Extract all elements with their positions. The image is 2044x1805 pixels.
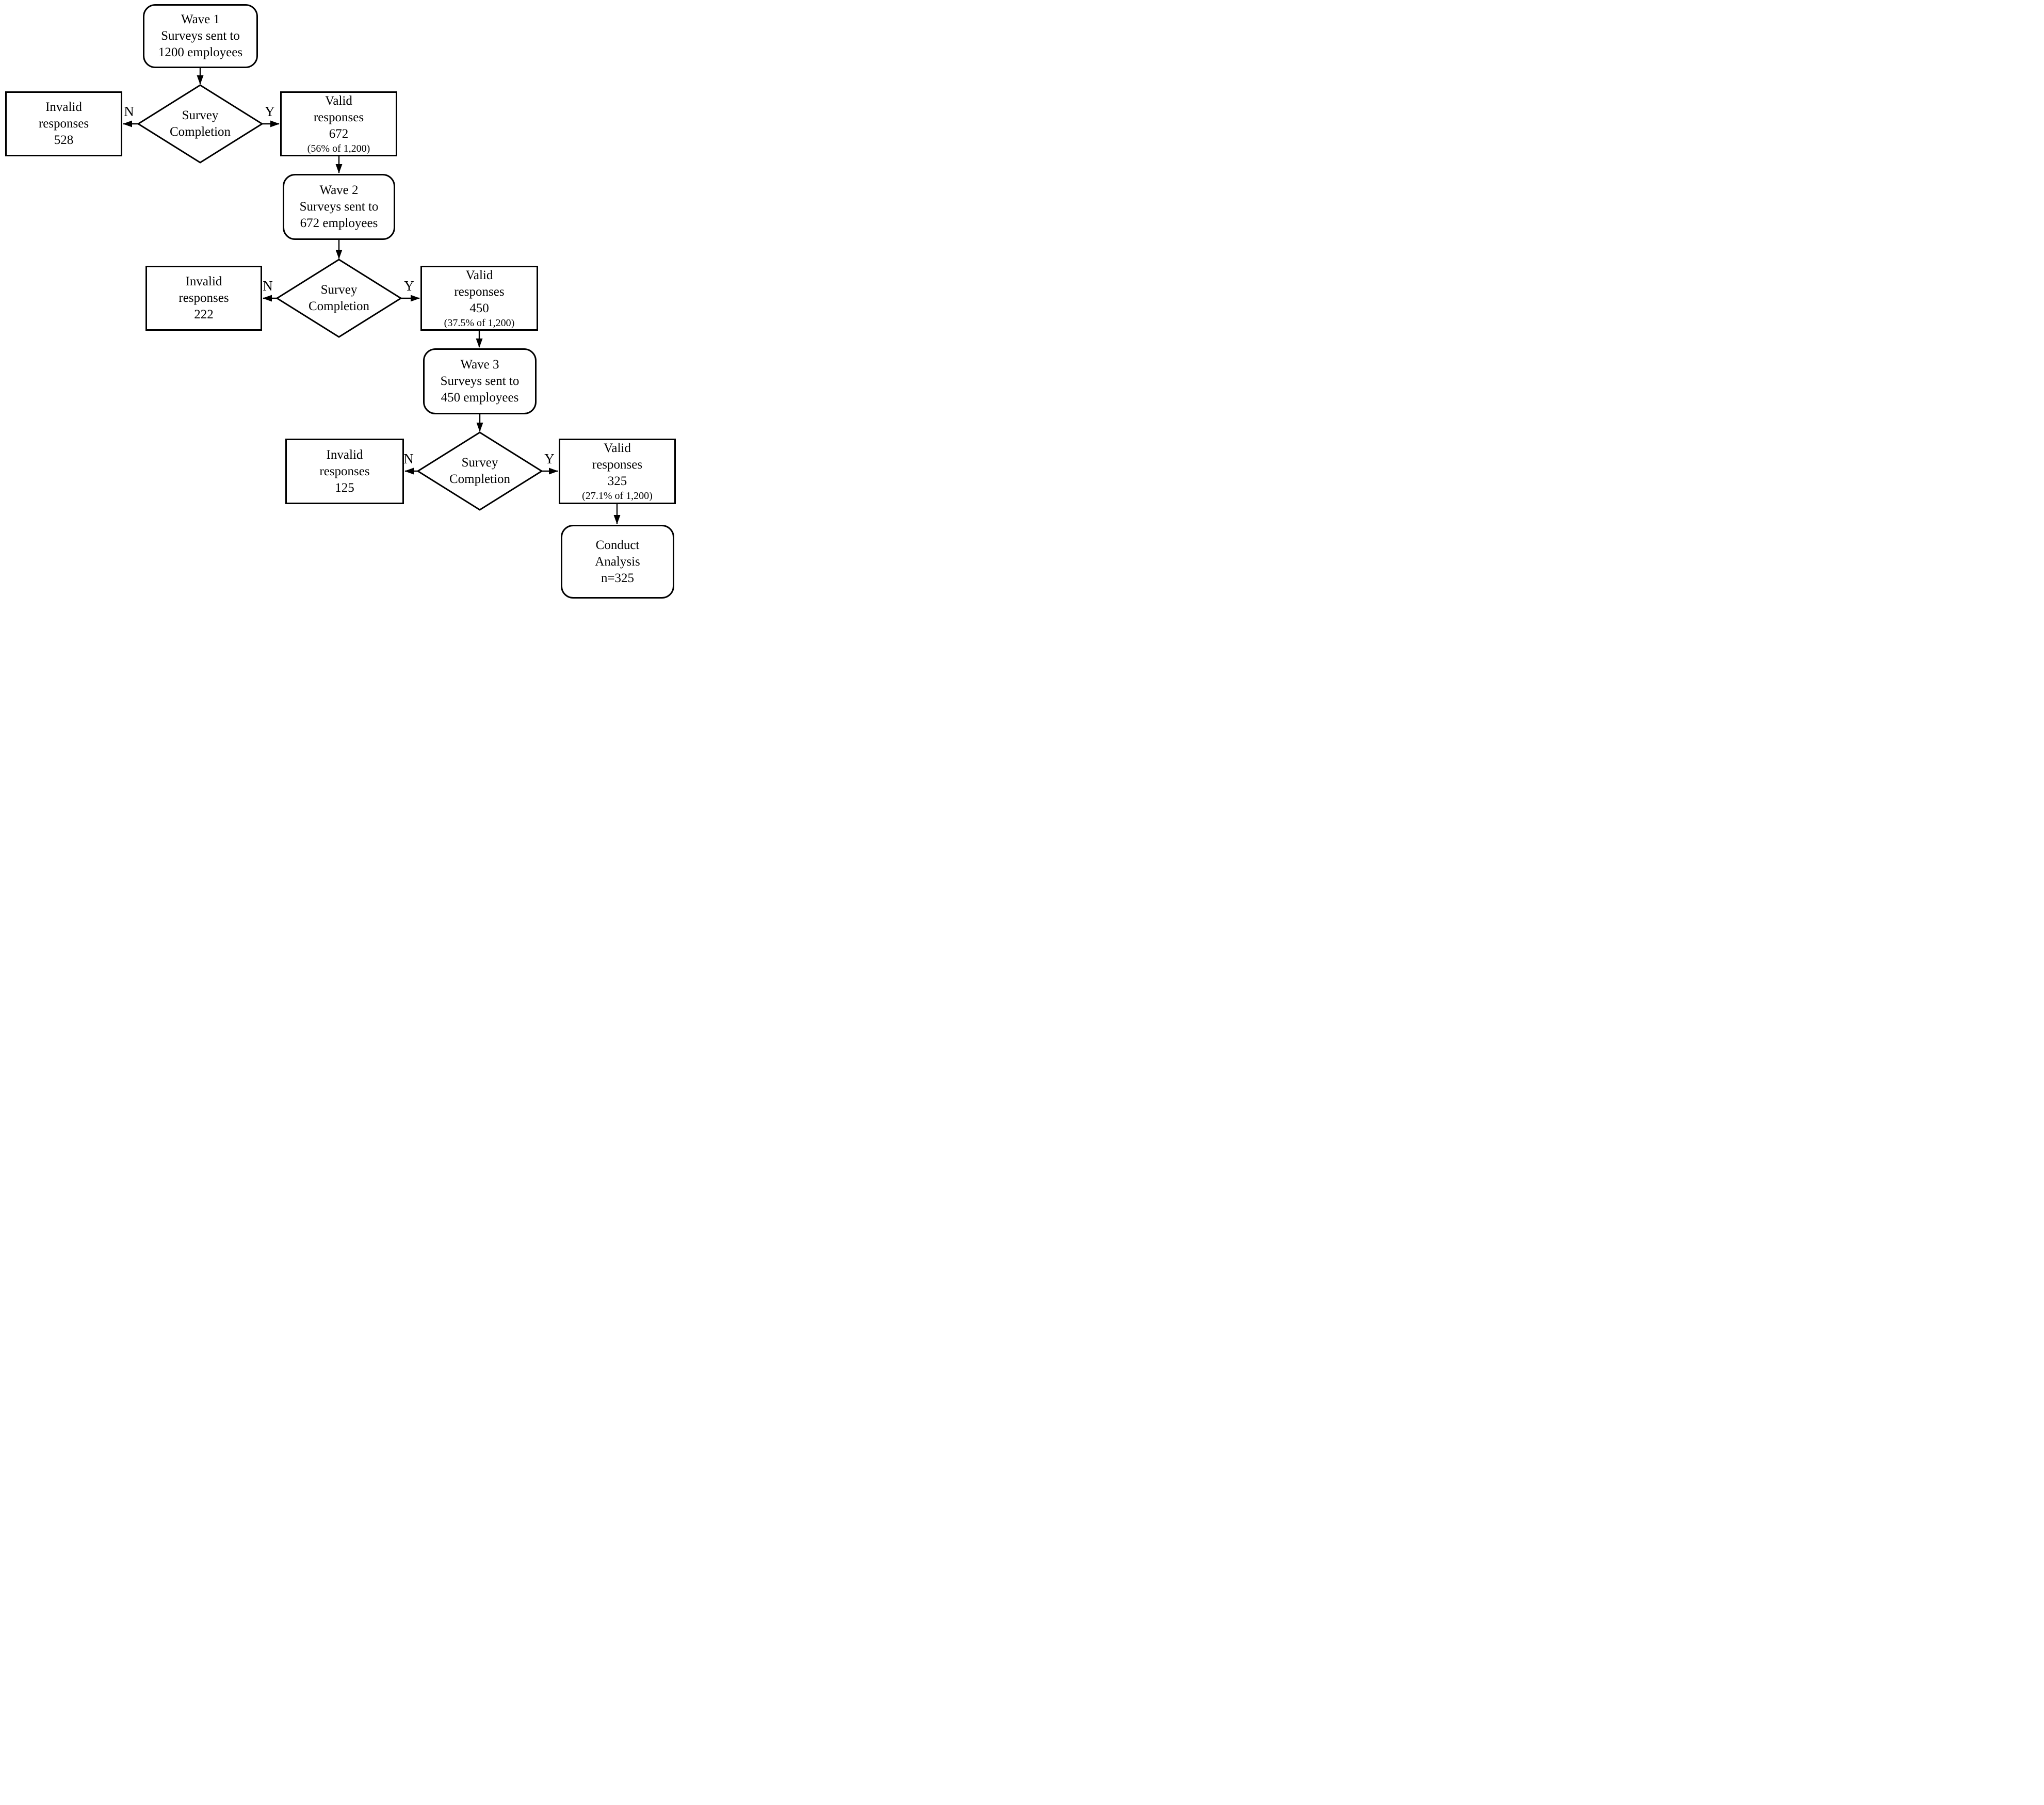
valid-3-line-1: Valid	[604, 441, 631, 455]
branch-label-no-1: N	[124, 104, 134, 119]
branch-label-yes-2: Y	[404, 278, 414, 294]
decision-1-label: Survey Completion	[149, 101, 252, 147]
wave-2-box: Wave 2 Surveys sent to 672 employees	[283, 174, 395, 240]
invalid-2-line-1: Invalid	[185, 275, 222, 288]
decision-2-line-2: Completion	[308, 299, 370, 313]
valid-3-line-2: responses	[592, 458, 643, 472]
invalid-responses-1-box: Invalid responses 528	[5, 91, 122, 156]
valid-3-count: 325	[607, 474, 627, 488]
invalid-responses-2-box: Invalid responses 222	[145, 266, 262, 331]
decision-2-line-1: Survey	[320, 283, 358, 297]
decision-diamond-wave1	[137, 84, 264, 164]
invalid-1-line-2: responses	[38, 117, 89, 131]
valid-1-note: (56% of 1,200)	[307, 142, 370, 154]
decision-1-line-2: Completion	[169, 125, 231, 139]
wave-2-line-3: 672 employees	[300, 216, 378, 230]
decision-2-label: Survey Completion	[287, 276, 391, 321]
wave-3-line-1: Wave 3	[460, 358, 499, 372]
wave-1-line-1: Wave 1	[181, 12, 220, 26]
valid-responses-3-box: Valid responses 325 (27.1% of 1,200)	[559, 439, 676, 504]
branch-label-no-3: N	[403, 451, 414, 466]
wave-1-line-2: Surveys sent to	[161, 29, 240, 43]
decision-1-line-1: Survey	[182, 108, 219, 122]
invalid-1-line-1: Invalid	[45, 100, 82, 114]
valid-2-line-1: Valid	[465, 268, 493, 282]
branch-label-no-2: N	[263, 278, 273, 294]
invalid-responses-3-box: Invalid responses 125	[285, 439, 404, 504]
branch-label-yes-3: Y	[544, 451, 555, 466]
decision-diamond-wave3	[416, 431, 543, 511]
valid-2-line-2: responses	[454, 284, 505, 299]
invalid-3-line-2: responses	[319, 464, 370, 478]
wave-3-line-2: Surveys sent to	[440, 374, 520, 388]
conduct-analysis-sample-size: n=325	[601, 571, 635, 585]
invalid-1-count: 528	[54, 133, 74, 147]
wave-2-line-1: Wave 2	[319, 183, 359, 197]
wave-1-box: Wave 1 Surveys sent to 1200 employees	[143, 4, 258, 68]
valid-2-count: 450	[469, 301, 489, 315]
decision-diamond-wave2	[275, 259, 402, 338]
conduct-analysis-line-2: Analysis	[595, 554, 640, 569]
conduct-analysis-line-1: Conduct	[595, 538, 640, 552]
decision-3-line-1: Survey	[461, 456, 498, 470]
wave-3-line-3: 450 employees	[441, 391, 519, 405]
valid-1-line-1: Valid	[325, 93, 352, 108]
wave-1-line-3: 1200 employees	[158, 45, 243, 59]
invalid-3-count: 125	[335, 480, 354, 495]
valid-3-note: (27.1% of 1,200)	[582, 490, 653, 502]
wave-2-line-2: Surveys sent to	[299, 200, 379, 214]
invalid-2-count: 222	[194, 308, 214, 321]
branch-label-yes-1: Y	[265, 104, 275, 119]
invalid-2-line-2: responses	[179, 291, 229, 305]
valid-responses-1-box: Valid responses 672 (56% of 1,200)	[280, 91, 397, 156]
wave-3-box: Wave 3 Surveys sent to 450 employees	[423, 348, 537, 414]
connector-layer	[123, 68, 621, 524]
decision-3-label: Survey Completion	[428, 448, 531, 494]
valid-1-line-2: responses	[313, 110, 364, 124]
invalid-3-line-1: Invalid	[326, 447, 363, 462]
flowchart-canvas: Wave 1 Surveys sent to 1200 employees In…	[0, 0, 682, 602]
decision-3-line-2: Completion	[449, 472, 511, 486]
conduct-analysis-box: Conduct Analysis n=325	[561, 525, 674, 599]
valid-responses-2-box: Valid responses 450 (37.5% of 1,200)	[420, 266, 538, 331]
valid-2-note: (37.5% of 1,200)	[444, 317, 515, 329]
valid-1-count: 672	[329, 126, 349, 141]
